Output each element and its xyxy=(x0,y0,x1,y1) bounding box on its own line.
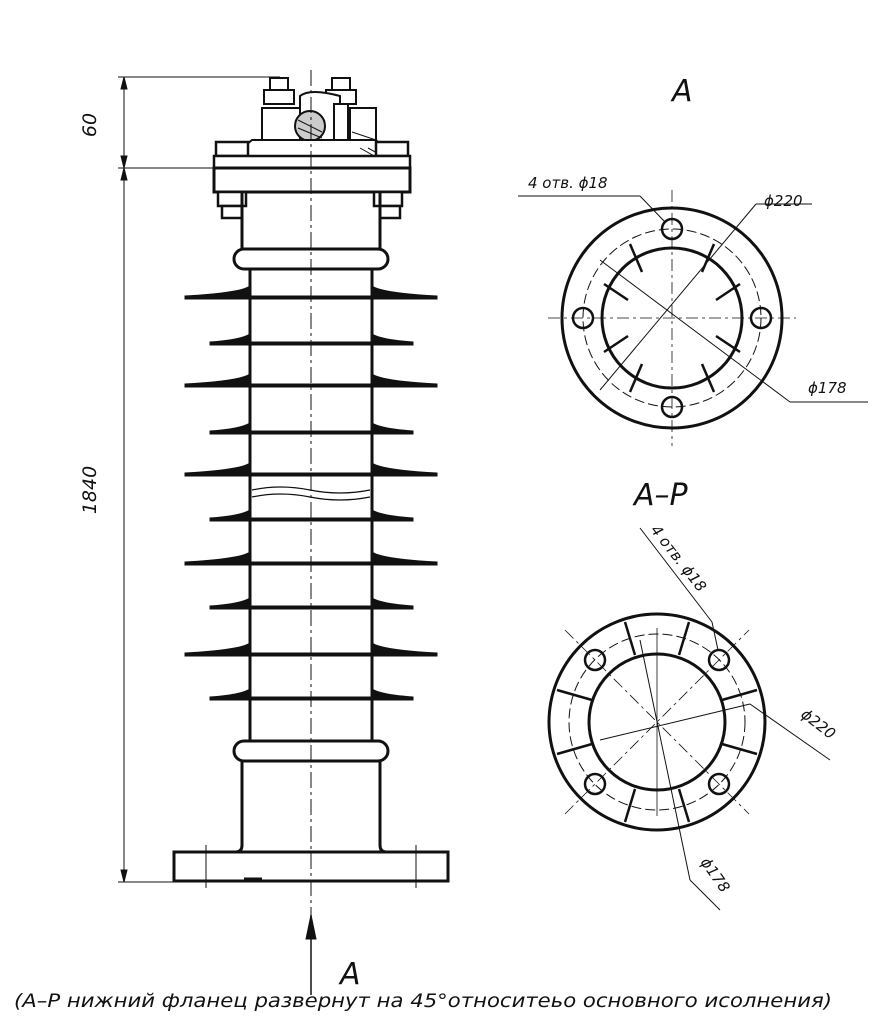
view-arrow xyxy=(305,914,317,995)
dim-top-label: 60 xyxy=(79,113,101,137)
view-a-d178-label: ϕ178 xyxy=(808,379,847,397)
view-ap-d178-label: ϕ178 xyxy=(697,854,734,896)
dimensions xyxy=(118,76,280,883)
insulator-core xyxy=(248,269,374,741)
dim-height-label: 1840 xyxy=(79,466,101,514)
view-ap-holes-label: 4 отв. ϕ18 xyxy=(647,521,710,595)
insulator-sheds xyxy=(184,285,438,701)
view-a-flange xyxy=(518,190,868,446)
view-a-title: A xyxy=(670,74,693,109)
bottom-note: (А–Р нижний фланец развернут на 45°относ… xyxy=(14,990,832,1012)
view-a-d220-label: ϕ220 xyxy=(764,192,803,210)
view-ap-d220-label: ϕ220 xyxy=(798,705,839,743)
view-ap-title: A–P xyxy=(632,478,689,513)
view-ap-flange xyxy=(547,527,831,911)
arrow-label: A xyxy=(338,957,361,992)
top-clamp xyxy=(239,77,391,166)
top-flange xyxy=(212,140,412,250)
insulator-side-view xyxy=(172,70,450,940)
view-a-holes-label: 4 отв. ϕ18 xyxy=(528,174,608,192)
